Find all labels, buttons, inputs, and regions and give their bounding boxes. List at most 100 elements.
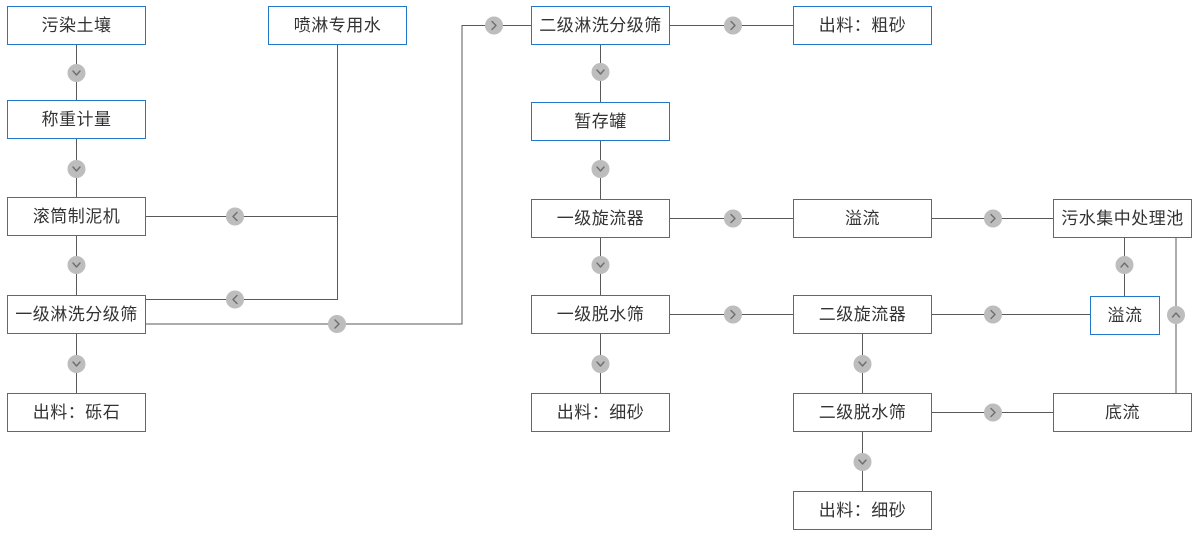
arrow-marker-circle — [67, 355, 86, 373]
arrow-marker-circle — [485, 16, 503, 35]
node-label: 出料：砾石 — [32, 403, 121, 422]
arrow-marker-circle — [724, 209, 742, 228]
arrow-marker-circle — [984, 403, 1002, 422]
node-n06[interactable]: 暂存罐 — [531, 102, 670, 141]
arrow-marker-circle — [853, 355, 872, 373]
node-label: 污染土壤 — [41, 16, 112, 35]
connector-e08 — [462, 16, 531, 35]
arrow-marker-circle — [328, 315, 346, 333]
connector-e13 — [932, 209, 1053, 228]
arrow-marker-circle — [67, 256, 86, 274]
chevron-down-icon — [858, 361, 867, 367]
connector-e10 — [591, 45, 610, 102]
connector-e14 — [591, 238, 610, 295]
connector-e19 — [853, 334, 872, 393]
node-label: 污水集中处理池 — [1061, 209, 1184, 228]
chevron-right-icon — [491, 20, 497, 31]
node-n03[interactable]: 二级淋洗分级筛 — [531, 6, 670, 45]
arrow-marker-circle — [724, 305, 742, 324]
connector-e02 — [67, 139, 86, 197]
node-n11[interactable]: 一级淋洗分级筛 — [7, 295, 146, 334]
chevron-right-icon — [730, 213, 736, 224]
chevron-up-icon — [1171, 312, 1181, 318]
arrow-marker-circle — [226, 290, 244, 309]
node-label: 溢流 — [1107, 306, 1143, 325]
arrow-marker-circle — [984, 209, 1002, 228]
node-n12[interactable]: 一级脱水筛 — [531, 295, 670, 334]
connector-line — [146, 45, 339, 218]
chevron-right-icon — [990, 213, 996, 224]
chevron-down-icon — [596, 262, 605, 268]
node-n19[interactable]: 出料：细砂 — [793, 491, 932, 530]
node-label: 出料：粗砂 — [818, 16, 907, 35]
node-n13[interactable]: 二级旋流器 — [793, 295, 932, 334]
node-label: 暂存罐 — [574, 112, 627, 131]
chevron-down-icon — [72, 70, 81, 76]
connector-e20 — [932, 403, 1053, 422]
arrow-marker-circle — [724, 16, 742, 35]
node-label: 滚筒制泥机 — [32, 207, 121, 226]
node-n15[interactable]: 出料：砾石 — [7, 393, 146, 432]
node-label: 底流 — [1105, 403, 1140, 422]
chevron-down-icon — [858, 459, 867, 465]
chevron-down-icon — [596, 69, 605, 75]
chevron-down-icon — [72, 166, 81, 172]
connector-e07 — [146, 24, 531, 333]
arrow-marker-circle — [67, 160, 86, 178]
node-label: 一级旋流器 — [556, 209, 645, 228]
chevron-down-icon — [596, 166, 605, 172]
node-n10[interactable]: 污水集中处理池 — [1053, 199, 1192, 238]
chevron-right-icon — [334, 319, 340, 329]
chevron-up-icon — [1120, 262, 1129, 268]
connector-e01 — [67, 45, 86, 100]
node-n01[interactable]: 污染土壤 — [7, 6, 146, 45]
node-label: 溢流 — [845, 209, 880, 228]
connector-line — [146, 24, 531, 325]
chevron-right-icon — [730, 20, 736, 31]
node-label: 一级淋洗分级筛 — [15, 305, 138, 324]
chevron-right-icon — [730, 309, 736, 320]
chevron-left-icon — [232, 211, 238, 222]
connector-e15 — [670, 305, 793, 324]
connector-e12 — [670, 209, 793, 228]
node-n18[interactable]: 底流 — [1053, 393, 1192, 432]
chevron-down-icon — [72, 262, 81, 268]
connector-e06 — [146, 216, 339, 309]
connector-e09 — [670, 16, 793, 35]
node-n17[interactable]: 二级脱水筛 — [793, 393, 932, 432]
node-n07[interactable]: 滚筒制泥机 — [7, 197, 146, 236]
node-n14[interactable]: 溢流 — [1090, 296, 1160, 335]
node-n04[interactable]: 出料：粗砂 — [793, 6, 932, 45]
chevron-down-icon — [596, 361, 605, 367]
chevron-left-icon — [232, 294, 238, 305]
node-n16[interactable]: 出料：细砂 — [531, 393, 670, 432]
arrow-marker-circle — [984, 305, 1002, 324]
node-n02[interactable]: 喷淋专用水 — [268, 6, 407, 45]
chevron-right-icon — [990, 407, 996, 418]
connector-e05 — [146, 45, 339, 226]
node-label: 二级脱水筛 — [818, 403, 907, 422]
connector-e22 — [853, 432, 872, 491]
arrow-marker-circle — [1167, 306, 1185, 324]
chevron-down-icon — [72, 361, 81, 367]
connector-e21 — [1167, 238, 1185, 393]
node-label: 一级脱水筛 — [556, 305, 645, 324]
connector-e11 — [591, 141, 610, 199]
node-label: 称重计量 — [41, 110, 112, 129]
connector-e17 — [932, 305, 1090, 324]
node-label: 二级旋流器 — [818, 305, 907, 324]
connector-e04 — [67, 334, 86, 393]
node-n05[interactable]: 称重计量 — [7, 100, 146, 139]
chevron-right-icon — [990, 309, 996, 320]
node-n09[interactable]: 溢流 — [793, 199, 932, 238]
connector-line — [146, 216, 339, 301]
arrow-marker-circle — [67, 64, 86, 82]
connector-e03 — [67, 236, 86, 295]
arrow-marker-circle — [1115, 256, 1134, 274]
connector-e18 — [1115, 238, 1134, 296]
arrow-marker-circle — [591, 256, 610, 274]
arrow-marker-circle — [591, 355, 610, 373]
node-n08[interactable]: 一级旋流器 — [531, 199, 670, 238]
